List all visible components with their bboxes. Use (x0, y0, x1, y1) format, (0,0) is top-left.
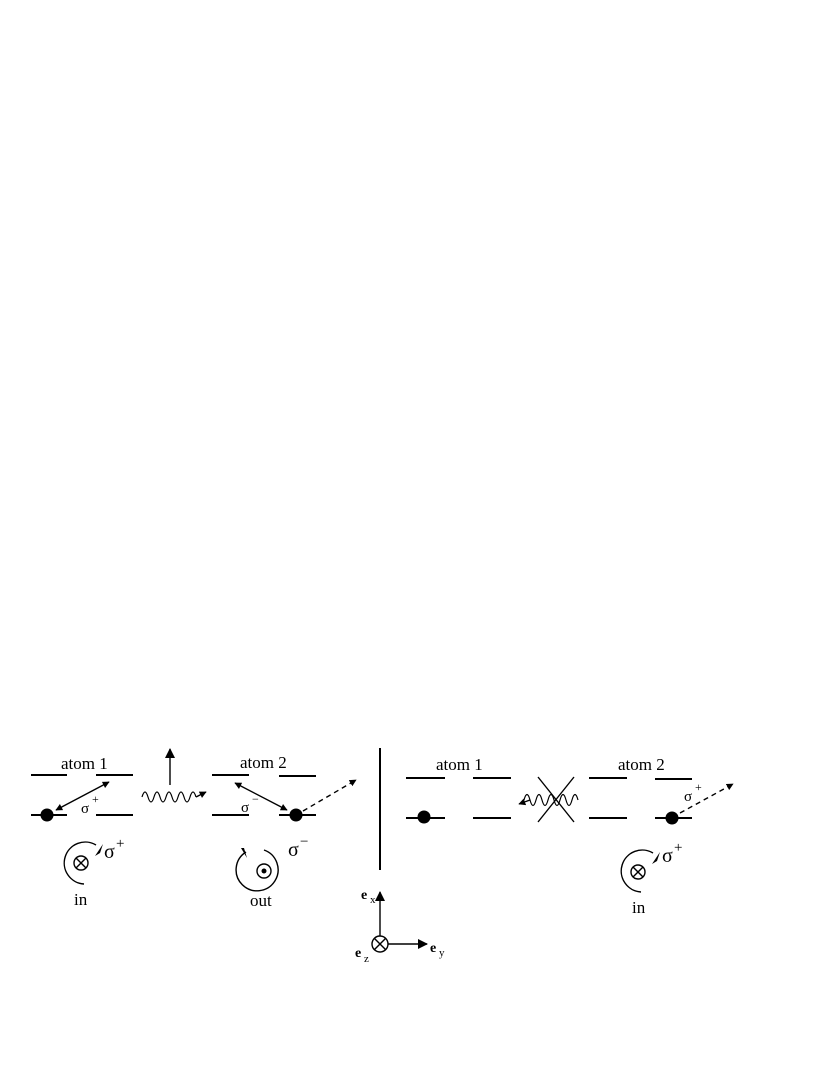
left-atom1-transition-sigma: σ (81, 801, 89, 817)
right-atom2-dashed-transfer-arrow (679, 783, 734, 814)
coordinate-axes: e x e y e z (355, 888, 445, 965)
right-blocked-photon (518, 776, 579, 823)
left-photon (141, 748, 207, 803)
left-atom1-population-dot (40, 808, 54, 822)
left-atom2: atom 2 σ − (212, 753, 357, 822)
right-panel: atom 1 atom 2 σ + (406, 755, 734, 917)
left-atom2-transition-sigma: σ (241, 800, 249, 816)
left-rotation1-sign: + (116, 836, 124, 852)
left-atom2-transition-sign: − (252, 792, 259, 806)
left-rotation-out: σ − out (235, 834, 308, 910)
into-page-cross-b (632, 866, 644, 878)
into-page-icon (73, 855, 89, 871)
left-atom1: atom 1 σ + (31, 754, 133, 822)
left-panel: atom 1 σ + atom 2 σ − (31, 748, 357, 910)
right-atom2-transition-sign: + (695, 780, 702, 794)
left-rotation1-direction: in (74, 890, 88, 909)
y-axis-symbol: e (430, 941, 436, 956)
right-atom2-label: atom 2 (618, 755, 665, 774)
left-atom2-label: atom 2 (240, 753, 287, 772)
right-atom2-transition-sigma: σ (684, 789, 692, 805)
rotation-arc-icon (235, 849, 279, 892)
z-axis-subscript: z (364, 953, 369, 965)
right-atom1: atom 1 (406, 755, 511, 824)
z-axis-symbol: e (355, 946, 361, 961)
x-axis-subscript: x (370, 894, 376, 906)
out-of-page-dot (261, 868, 267, 874)
left-atom2-transition-arrow (234, 782, 288, 811)
rotation-arrowhead-icon (95, 844, 103, 856)
left-rotation2-direction: out (250, 891, 272, 910)
right-rotation-direction: in (632, 898, 646, 917)
right-atom1-label: atom 1 (436, 755, 483, 774)
cross-line-b (537, 776, 575, 823)
right-atom2: atom 2 σ + (589, 755, 734, 825)
out-of-page-icon (256, 863, 272, 879)
left-atom2-population-dot (289, 808, 303, 822)
right-rotation-sign: + (674, 840, 682, 856)
z-axis-cross-b (373, 937, 387, 951)
left-atom2-dashed-transfer-arrow (302, 779, 357, 812)
right-atom1-population-dot (417, 810, 431, 824)
right-rotation-sigma: σ (662, 845, 673, 867)
blocked-photon-arrowhead (518, 798, 531, 806)
y-axis-subscript: y (439, 947, 445, 959)
left-rotation2-sign: − (300, 834, 308, 850)
left-atom1-transition-arrow (55, 781, 110, 811)
into-page-cross-b (75, 857, 87, 869)
right-rotation-in: σ + in (620, 840, 682, 917)
left-atom1-label: atom 1 (61, 754, 108, 773)
left-rotation2-sigma: σ (288, 839, 299, 861)
right-atom2-population-dot (665, 811, 679, 825)
into-page-icon (630, 864, 646, 880)
x-axis-symbol: e (361, 888, 367, 903)
left-rotation1-sigma: σ (104, 841, 115, 863)
photon-propagation-arrowhead (195, 791, 207, 798)
left-rotation-in: σ + in (63, 836, 124, 909)
rotation-arrowhead-icon (241, 848, 247, 858)
photon-wave (141, 791, 197, 803)
rotation-arc-icon (620, 849, 654, 893)
rotation-arrowhead-icon (652, 852, 660, 864)
blocked-photon-wave (523, 793, 579, 807)
rotation-arc-icon (63, 841, 97, 885)
left-atom1-transition-sign: + (92, 792, 99, 806)
